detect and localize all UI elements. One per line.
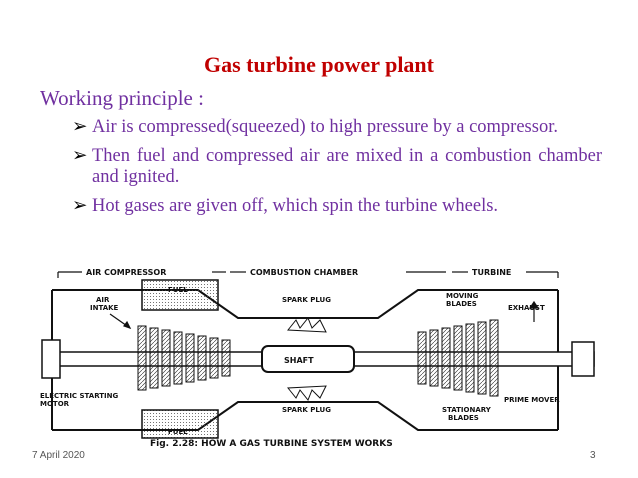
stationary-blades-label: BLADES	[448, 414, 479, 422]
turbine-blades	[417, 319, 499, 397]
combustion-chamber-label: COMBUSTION CHAMBER	[250, 268, 358, 277]
bullet-list: ➢Air is compressed(squeezed) to high pre…	[72, 117, 602, 225]
moving-label: MOVING	[446, 292, 479, 300]
bullet-text: Then fuel and compressed air are mixed i…	[92, 146, 602, 187]
bullet-text: Hot gases are given off, which spin the …	[92, 196, 499, 216]
motor-label: MOTOR	[40, 400, 70, 408]
arrow-bullet-icon: ➢	[72, 146, 88, 166]
shaft-label: SHAFT	[284, 356, 314, 365]
fuel-top-label: FUEL	[168, 286, 188, 294]
arrow-bullet-icon: ➢	[72, 117, 88, 137]
turbine-label: TURBINE	[472, 268, 511, 277]
intake-label: INTAKE	[90, 304, 119, 312]
exhaust-arrow	[528, 300, 540, 322]
spark-plug-bottom-label: SPARK PLUG	[282, 406, 331, 414]
bullet-item: ➢Air is compressed(squeezed) to high pre…	[72, 117, 602, 138]
air-compressor-label: AIR COMPRESSOR	[86, 268, 166, 277]
shaft-housing	[261, 345, 355, 373]
bullet-item: ➢Hot gases are given off, which spin the…	[72, 196, 602, 217]
bullet-text: Air is compressed(squeezed) to high pres…	[92, 117, 558, 137]
prime-mover-label: PRIME MOVER	[504, 396, 560, 404]
figure-caption: Fig. 2.28: HOW A GAS TURBINE SYSTEM WORK…	[150, 439, 393, 449]
electric-starting-label: ELECTRIC STARTING	[40, 392, 119, 400]
fuel-tank-top	[141, 279, 219, 311]
stationary-label: STATIONARY	[442, 406, 492, 414]
electric-motor	[41, 339, 61, 379]
fuel-tank-bottom	[141, 409, 219, 439]
prime-mover-block	[571, 341, 595, 377]
bullet-item: ➢Then fuel and compressed air are mixed …	[72, 146, 602, 188]
air-intake-arrow	[109, 313, 132, 330]
slide-title: Gas turbine power plant	[203, 52, 434, 77]
fuel-bottom-label: FUEL	[168, 428, 188, 436]
gas-turbine-diagram: AIR COMPRESSOR COMBUSTION CHAMBER TURBIN…	[40, 268, 595, 449]
compressor-blades	[137, 325, 231, 391]
combustion-flames	[287, 317, 327, 401]
page-number: 3	[590, 450, 596, 461]
air-label: AIR	[96, 296, 110, 304]
exhaust-label: EXHAUST	[508, 304, 545, 312]
spark-plug-top-label: SPARK PLUG	[282, 296, 331, 304]
section-header-lines	[57, 271, 559, 278]
footer-date: 7 April 2020	[32, 450, 85, 461]
moving-blades-label: BLADES	[446, 300, 477, 308]
arrow-bullet-icon: ➢	[72, 196, 88, 216]
slide-subtitle: Working principle :	[40, 86, 204, 110]
